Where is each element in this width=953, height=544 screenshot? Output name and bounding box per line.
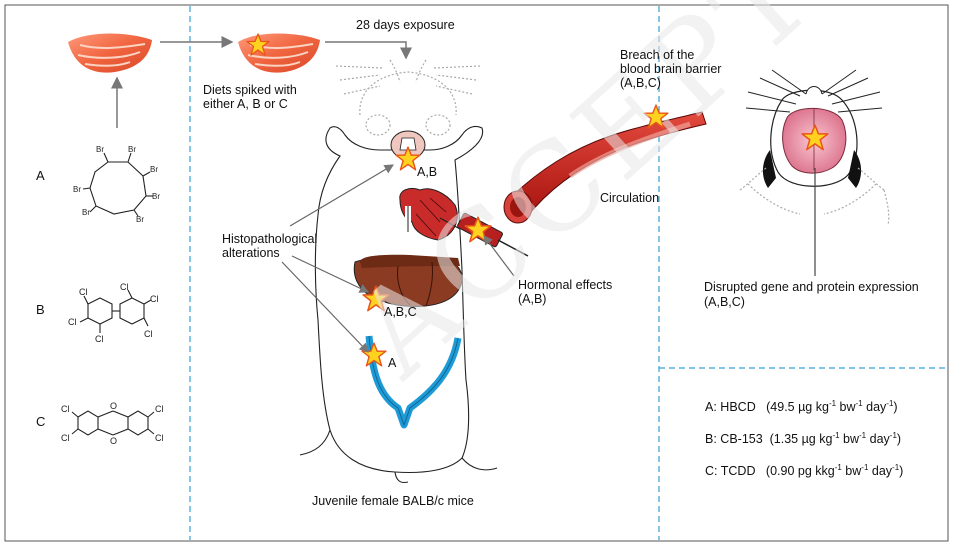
thyroid-organ	[391, 131, 425, 170]
histo-label-line2: alterations	[222, 246, 280, 261]
spiked-salmon-icon	[238, 34, 320, 73]
dose-close: )	[897, 432, 901, 446]
atom-cl: Cl	[61, 404, 70, 414]
dose-row-c: C: TCDD (0.90 pg kkg-1 bw-1 day-1)	[705, 460, 903, 479]
dose-letter: B	[705, 432, 713, 446]
dose-row-a: A: HBCD (49.5 µg kg-1 bw-1 day-1)	[705, 396, 898, 415]
mouse-head-dashed	[336, 60, 480, 135]
atom-cl: Cl	[155, 404, 164, 414]
atom-br: Br	[128, 145, 136, 154]
atom-br: Br	[96, 145, 104, 154]
dose-compound: CB-153	[720, 432, 762, 446]
atom-cl: Cl	[61, 433, 70, 443]
atom-cl: Cl	[150, 294, 159, 304]
dose-unit: day	[868, 464, 892, 478]
atom-br: Br	[152, 192, 160, 201]
atom-cl: Cl	[155, 433, 164, 443]
compound-letter-b: B	[36, 302, 45, 317]
dose-value: (0.90 pg kkg	[766, 464, 835, 478]
gene-label-line2: (A,B,C)	[704, 295, 745, 310]
dose-compound: TCDD	[721, 464, 756, 478]
dose-compound: HBCD	[720, 400, 755, 414]
atom-cl: Cl	[79, 287, 88, 297]
dose-close: )	[893, 400, 897, 414]
hormonal-label-line2: (A,B)	[518, 292, 546, 307]
salmon-fillet-icon	[68, 34, 152, 73]
gene-label-line1: Disrupted gene and protein expression	[704, 280, 919, 295]
dose-unit: bw	[840, 432, 859, 446]
mice-label: Juvenile female BALB/c mice	[312, 494, 474, 509]
exposure-label: 28 days exposure	[356, 18, 455, 33]
dose-unit: bw	[842, 464, 861, 478]
dose-exp: -1	[890, 431, 897, 440]
liver-label: A,B,C	[384, 305, 417, 320]
thyroid-label: A,B	[417, 165, 437, 180]
atom-cl: Cl	[95, 334, 104, 344]
dose-exp: -1	[835, 463, 842, 472]
tcdd-structure	[72, 411, 154, 435]
compound-letter-c: C	[36, 414, 45, 429]
dose-exp: -1	[856, 399, 863, 408]
atom-br: Br	[82, 208, 90, 217]
atom-br: Br	[150, 165, 158, 174]
compound-letter-a: A	[36, 168, 45, 183]
atom-cl: Cl	[120, 282, 129, 292]
atom-o: O	[110, 401, 117, 411]
dose-value: (1.35 µg kg	[770, 432, 833, 446]
atom-cl: Cl	[68, 317, 77, 327]
dose-unit: day	[863, 400, 887, 414]
atom-o: O	[110, 436, 117, 446]
arrow-diet-to-mouse	[325, 42, 406, 58]
hormonal-label-line1: Hormonal effects	[518, 278, 612, 293]
atom-br: Br	[73, 185, 81, 194]
dose-letter: A	[705, 400, 713, 414]
dose-unit: bw	[836, 400, 855, 414]
dose-letter: C	[705, 464, 714, 478]
bbb-label-line2: blood brain barrier	[620, 62, 721, 77]
bbb-label-line1: Breach of the	[620, 48, 694, 63]
dose-close: )	[899, 464, 903, 478]
dose-exp: -1	[829, 399, 836, 408]
atom-cl: Cl	[144, 329, 153, 339]
dose-value: (49.5 µg kg	[766, 400, 829, 414]
bbb-label-line3: (A,B,C)	[620, 76, 661, 91]
uterus-label: A	[388, 356, 396, 371]
histo-label-line1: Histopathological	[222, 232, 317, 247]
diets-label-line1: Diets spiked with	[203, 83, 297, 98]
diets-label-line2: either A, B or C	[203, 97, 288, 112]
hbcd-structure	[83, 153, 153, 216]
circulation-label: Circulation	[600, 191, 659, 206]
arrow-histo-thyroid	[290, 165, 393, 226]
dose-unit: day	[866, 432, 890, 446]
dose-exp: -1	[832, 431, 839, 440]
atom-br: Br	[136, 215, 144, 224]
cb153-structure	[80, 290, 151, 333]
dose-row-b: B: CB-153 (1.35 µg kg-1 bw-1 day-1)	[705, 428, 901, 447]
